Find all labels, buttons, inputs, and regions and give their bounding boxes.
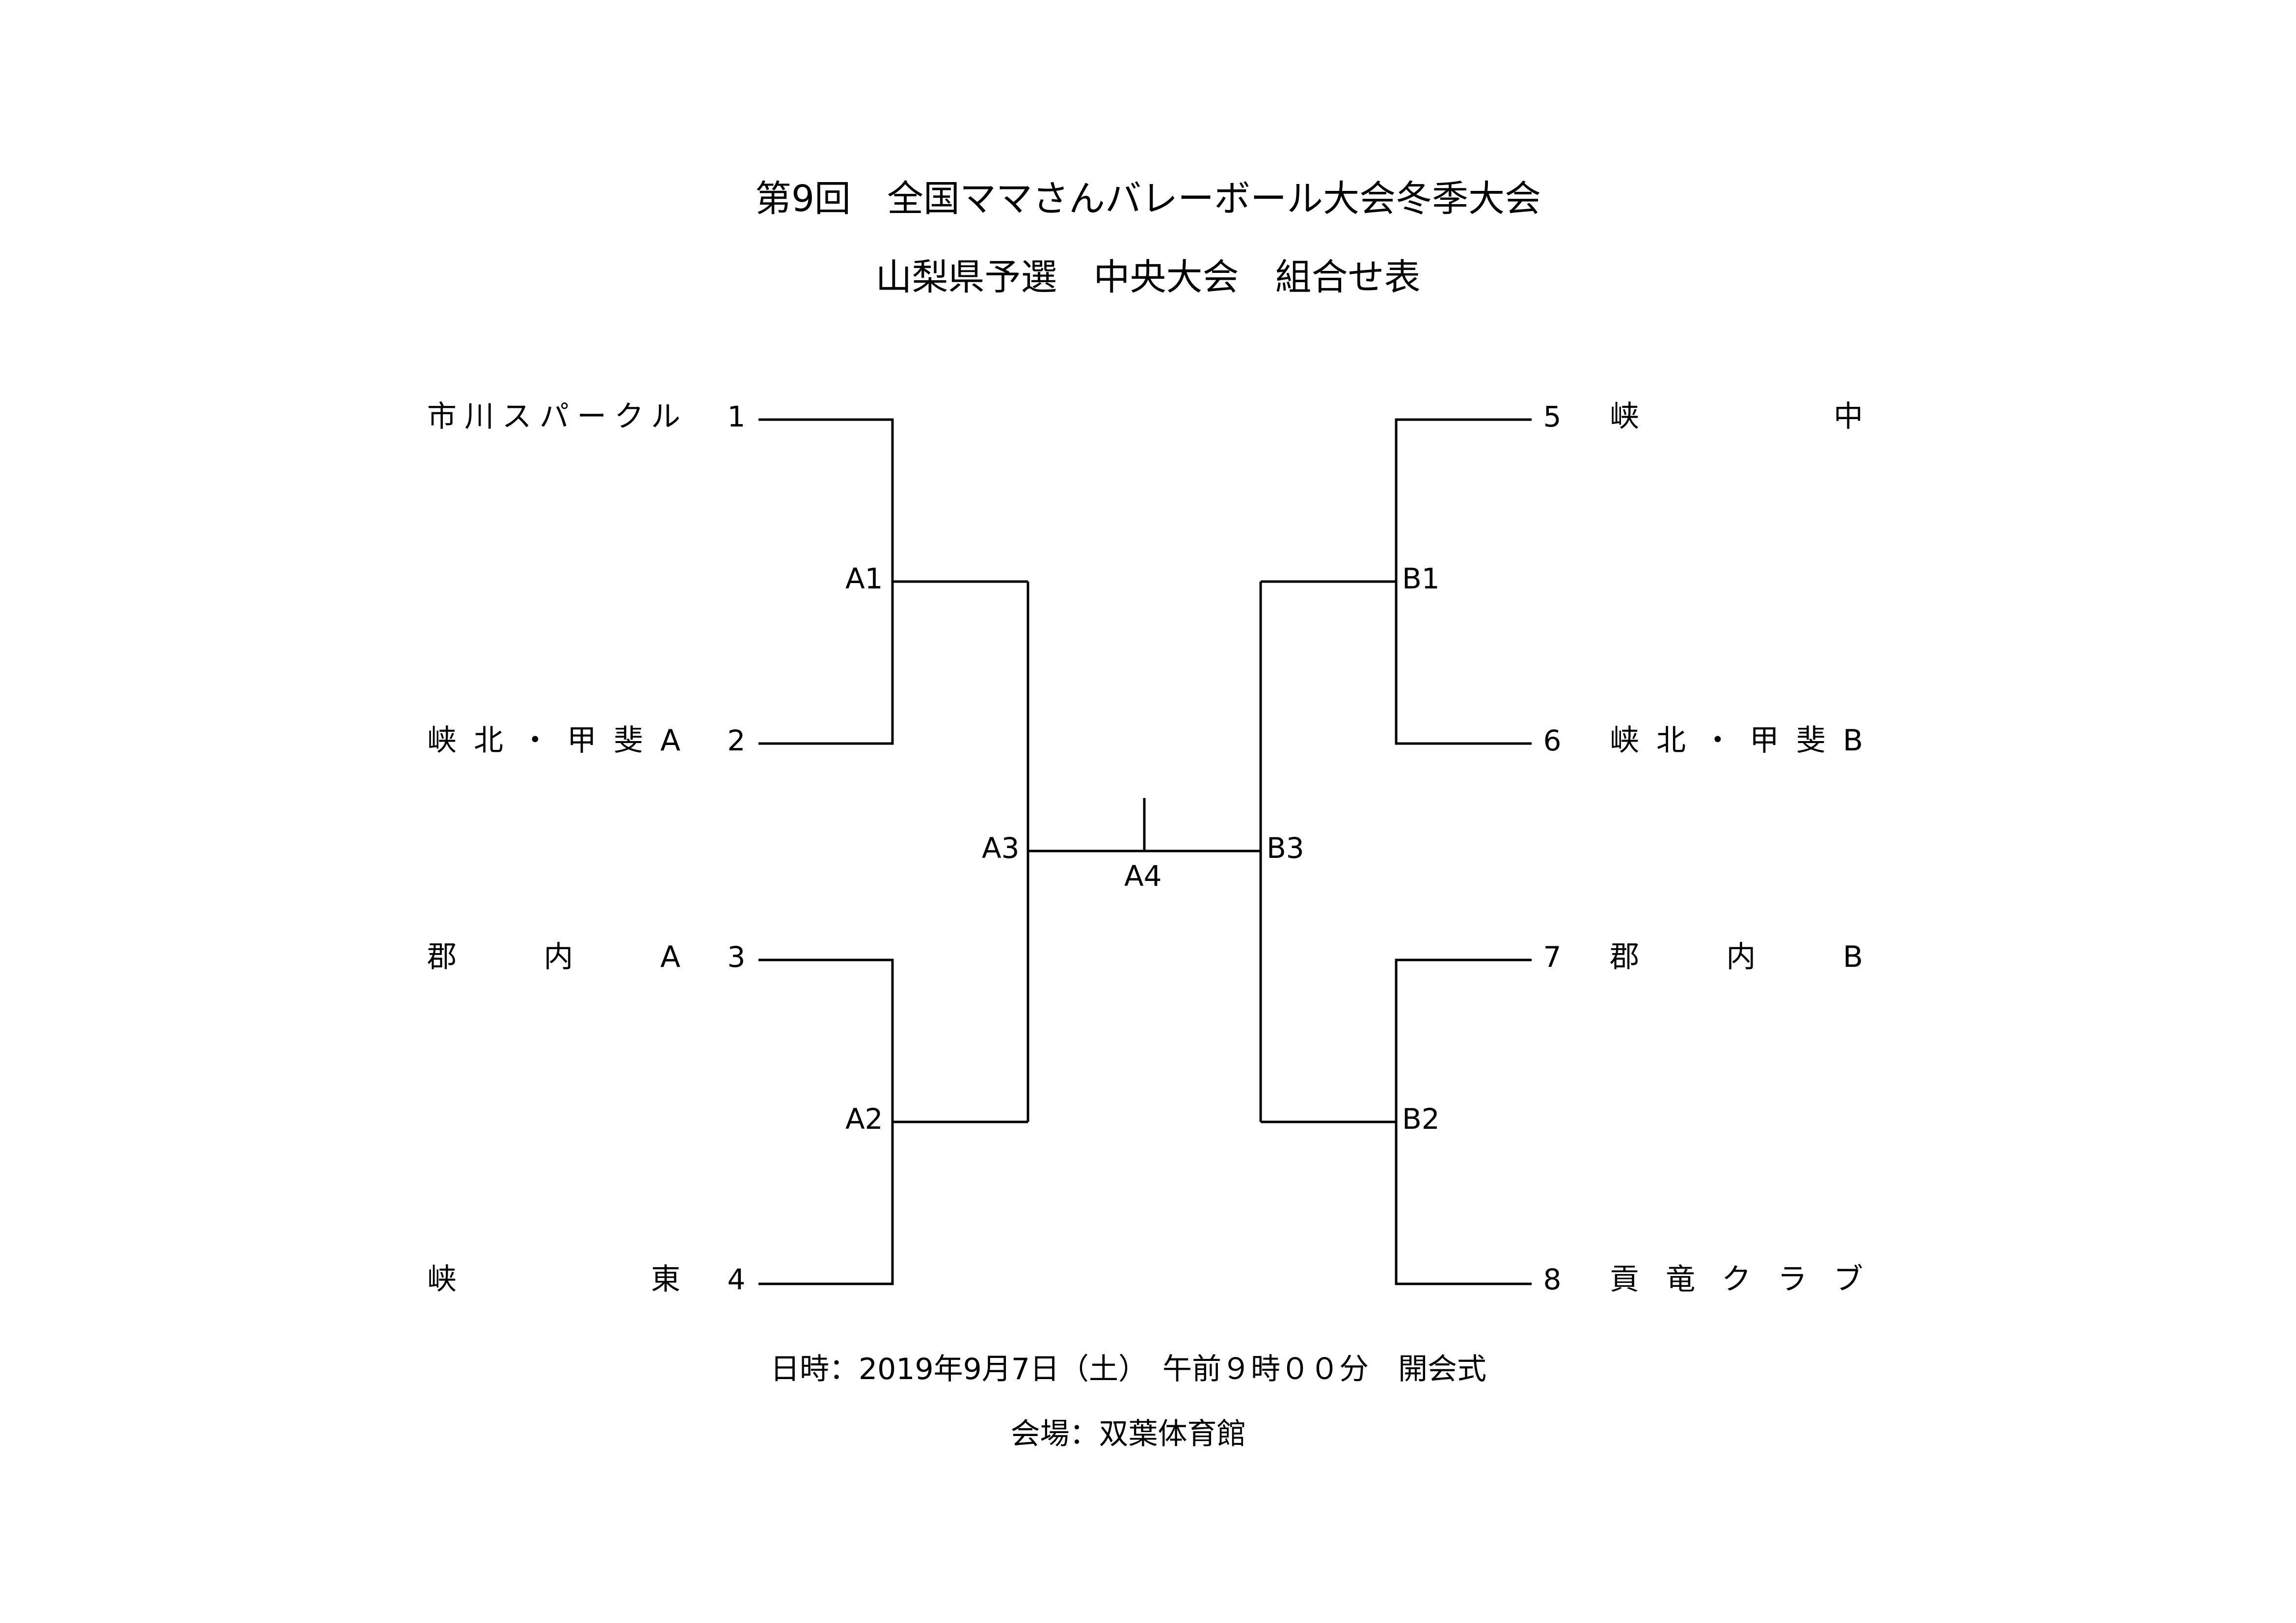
team-number: 3 — [727, 940, 746, 974]
team-number: 7 — [1543, 940, 1562, 974]
team-name: 峡中 — [1610, 399, 1863, 434]
title-line-2: 山梨県予選 中央大会 組合せ表 — [875, 256, 1421, 298]
team-number: 2 — [727, 724, 746, 757]
team-name: 峡東 — [427, 1262, 680, 1297]
title-line-1: 第9回 全国ママさんバレーボール大会冬季大会 — [755, 178, 1541, 220]
event-venue: 会場：双葉体育館 — [1010, 1417, 1246, 1451]
match-label-b2: B2 — [1402, 1102, 1440, 1136]
team-name: 郡内A — [427, 940, 680, 974]
event-datetime: 日時：2019年9月7日（土） 午前９時００分 開会式 — [770, 1352, 1487, 1386]
team-number: 1 — [727, 400, 746, 433]
team-name: 市川スパークル — [427, 399, 680, 434]
team-number: 5 — [1543, 400, 1562, 433]
match-label-a3: A3 — [982, 831, 1020, 865]
match-label-a4: A4 — [1124, 859, 1162, 893]
team-name: 郡内B — [1610, 940, 1863, 974]
team-name: 峡北・甲斐B — [1610, 723, 1863, 758]
team-name: 峡北・甲斐A — [427, 723, 680, 758]
match-label-b3: B3 — [1267, 831, 1304, 865]
team-number: 8 — [1543, 1263, 1562, 1296]
match-label-a2: A2 — [845, 1102, 883, 1136]
match-label-b1: B1 — [1402, 562, 1440, 595]
team-number: 6 — [1543, 724, 1562, 757]
team-number: 4 — [727, 1263, 746, 1296]
match-label-a1: A1 — [845, 562, 883, 595]
team-name: 貢竜クラブ — [1610, 1262, 1863, 1297]
